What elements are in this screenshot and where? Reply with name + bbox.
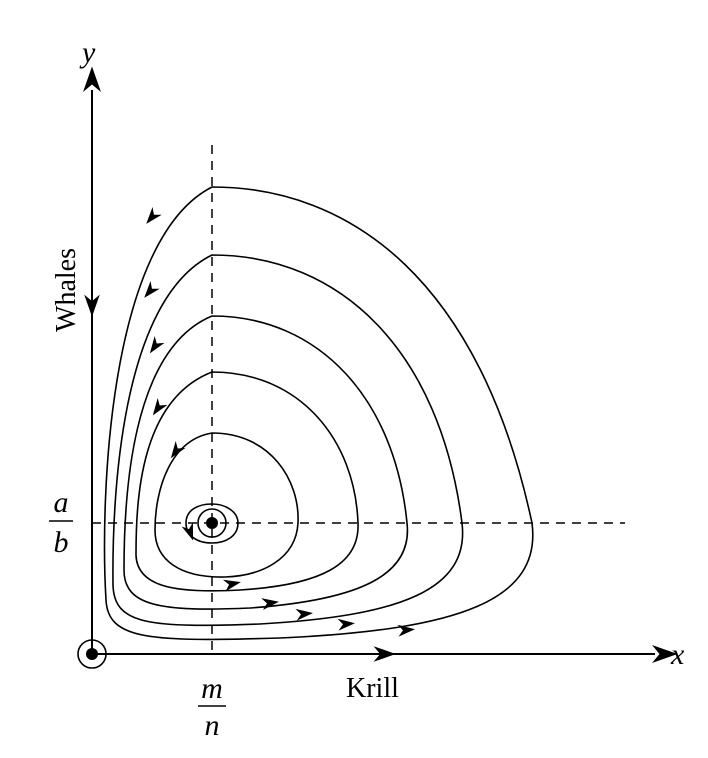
trajectory-5 [154, 432, 299, 578]
x-axis-symbol: x [670, 638, 685, 671]
x-equilibrium-numerator: m [201, 672, 223, 705]
y-equilibrium-denominator: b [54, 526, 69, 559]
trajectory-1 [103, 186, 534, 641]
flow-arrow-left-5 [165, 441, 186, 462]
flow-arrow-left-1 [141, 207, 162, 228]
trajectory-2 [112, 254, 464, 627]
trajectory-4 [135, 371, 359, 592]
flow-arrow-bottom-2 [337, 617, 356, 631]
trajectories [103, 186, 534, 641]
y-axis-arrow [83, 66, 101, 92]
flow-arrow-left-3 [144, 336, 165, 357]
trajectory-6 [185, 503, 239, 544]
flow-arrow-bottom-3 [295, 607, 314, 621]
equilibrium-center-dot [206, 517, 218, 529]
equilibrium-center-ring [197, 508, 227, 538]
flow-arrows [139, 207, 416, 637]
x-equilibrium-denominator: n [205, 709, 220, 742]
y-axis-name: Whales [51, 248, 82, 332]
flow-arrow-bottom-4 [261, 595, 280, 611]
y-equilibrium-numerator: a [54, 486, 69, 519]
flow-arrow-left-4 [147, 398, 168, 419]
equilibrium-origin-dot [86, 648, 98, 660]
flow-arrow-left-2 [139, 281, 160, 302]
flow-arrow-bottom-5 [222, 576, 243, 592]
trajectory-3 [123, 315, 409, 610]
equilibrium-origin-ring [77, 639, 107, 669]
y-axis-symbol: y [79, 36, 96, 69]
x-axis-name: Krill [346, 673, 399, 704]
